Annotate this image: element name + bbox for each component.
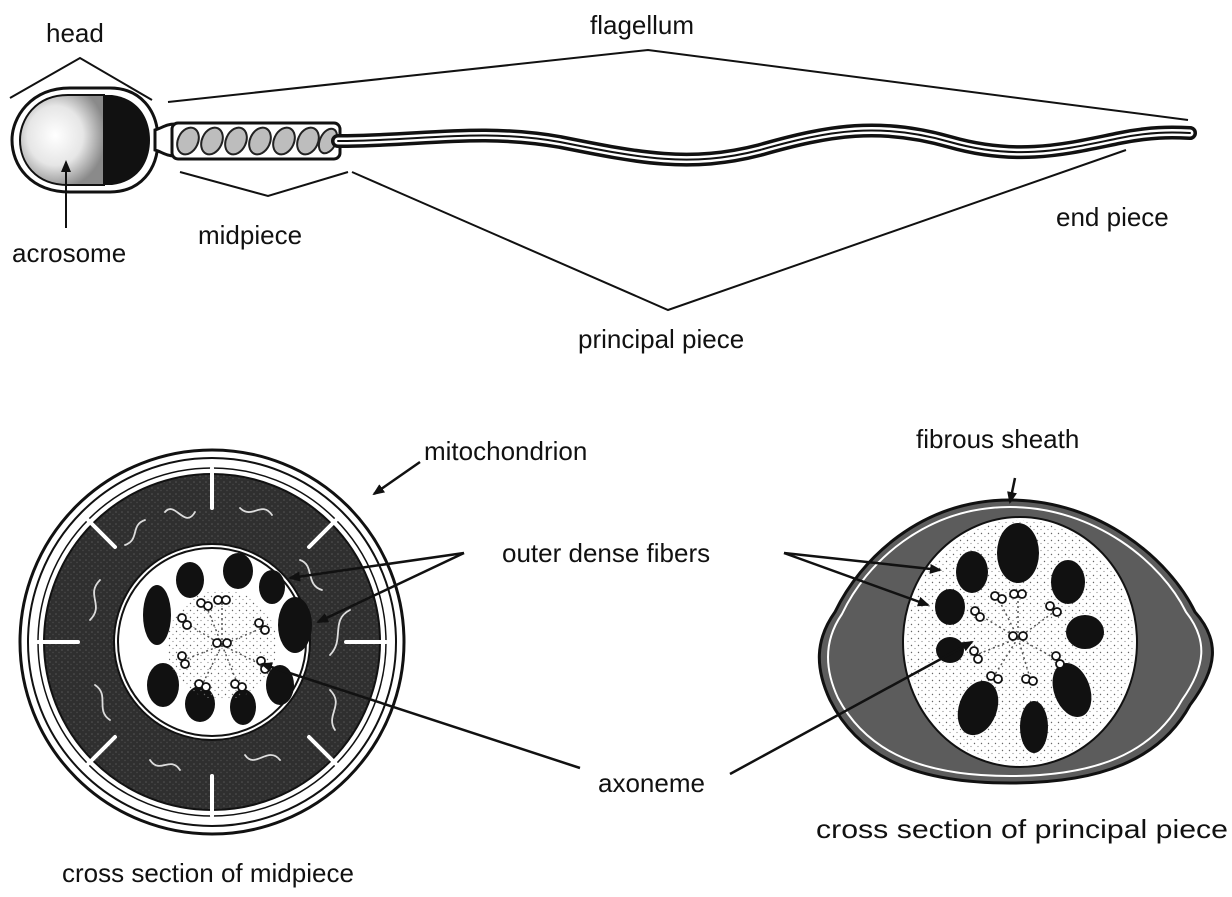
region-brackets (10, 50, 1188, 310)
label-cross-section-principal-piece: cross section of principal piece (816, 814, 1228, 844)
label-midpiece: midpiece (198, 220, 302, 250)
label-flagellum: flagellum (590, 10, 694, 40)
label-end-piece: end piece (1056, 202, 1169, 232)
sperm-tail (338, 130, 1190, 159)
label-outer-dense-fibers: outer dense fibers (502, 538, 710, 568)
flagellum-bracket (168, 50, 1188, 120)
midpiece-axoneme (167, 590, 277, 700)
fibrous-sheath-pointer (1010, 478, 1015, 502)
label-head: head (46, 18, 104, 48)
label-axoneme: axoneme (598, 768, 705, 798)
label-fibrous-sheath: fibrous sheath (916, 424, 1079, 454)
sperm-midpiece-segment (155, 123, 341, 159)
principal-piece-bracket (352, 150, 1126, 310)
whole-sperm (10, 50, 1190, 310)
label-acrosome: acrosome (12, 238, 126, 268)
midpiece-cross-section (20, 450, 404, 834)
label-principal-piece: principal piece (578, 324, 744, 354)
midpiece-bracket (180, 172, 348, 196)
mitochondrion-pointer (374, 462, 420, 494)
sperm-head (12, 88, 158, 192)
label-cross-section-midpiece: cross section of midpiece (62, 858, 354, 888)
principal-piece-cross-section (819, 500, 1212, 783)
label-mitochondrion: mitochondrion (424, 436, 587, 466)
